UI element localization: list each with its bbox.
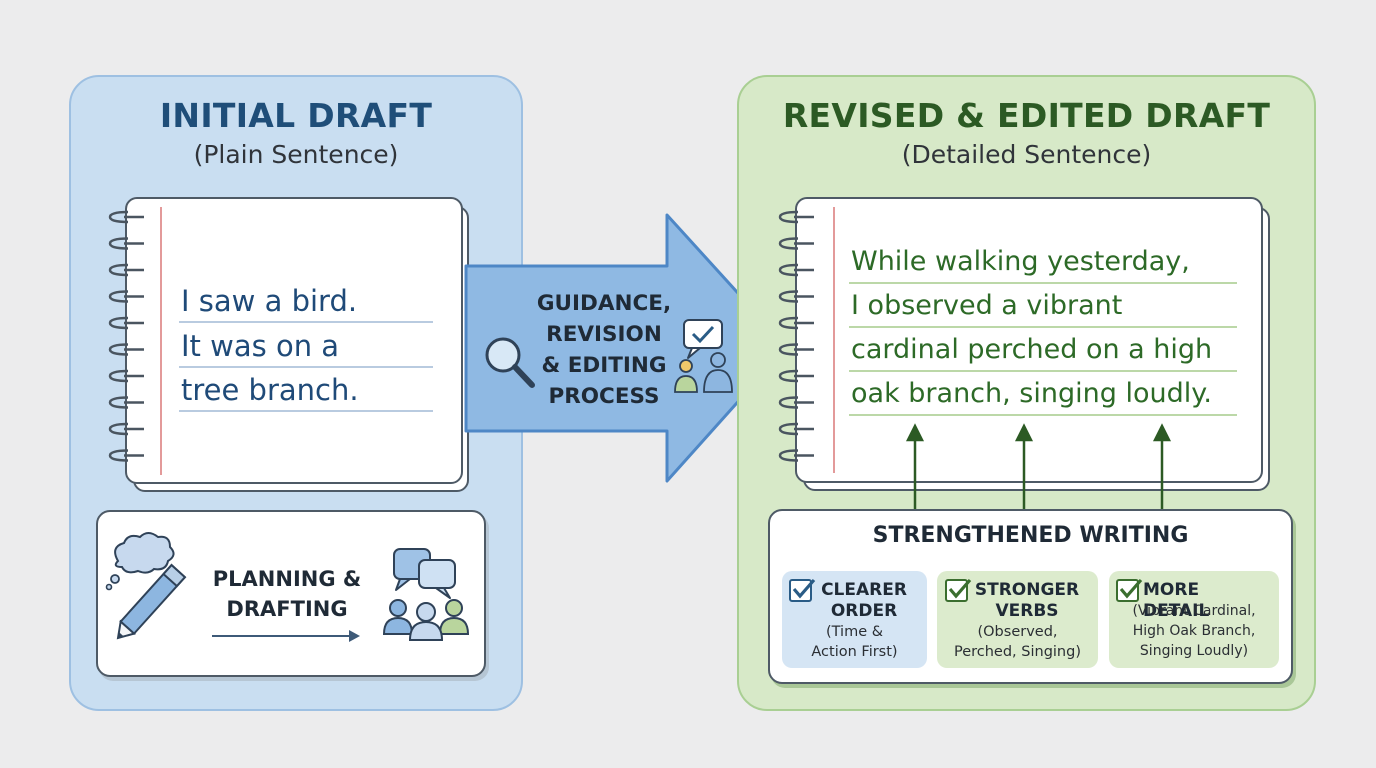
clearer-order-sub-line-1: (Time & [825, 624, 884, 640]
spiral-ring [108, 210, 129, 224]
more-detail-title: MORE DETAIL [1143, 580, 1210, 621]
more-detail-sub: (Vibrant Cardinal, High Oak Branch, Sing… [1109, 601, 1279, 661]
process-arrow [464, 213, 789, 483]
ruled-line [849, 414, 1237, 416]
spiral-ring [108, 396, 129, 409]
spiral-ring [778, 449, 799, 462]
people-icon [674, 352, 733, 393]
progress-arrow-icon [212, 630, 360, 642]
spiral-ring [778, 290, 799, 303]
more-detail-sub-line-3: Singing Loudly) [1139, 643, 1249, 659]
spiral-ring [778, 369, 799, 383]
initial-notebook [125, 197, 463, 484]
initial-line-2: It was on a [181, 329, 340, 363]
ruled-line [849, 326, 1237, 328]
spiral-ring [108, 422, 129, 436]
spiral-binding-icon [108, 210, 144, 462]
clearer-order-title-line-1: CLEARER [821, 580, 907, 600]
revised-draft-title: REVISED & EDITED DRAFT [782, 96, 1271, 135]
ruled-line [849, 282, 1237, 284]
improvement-arrows [905, 423, 1172, 512]
check-icon [789, 579, 812, 602]
planning-label: PLANNING & DRAFTING [206, 564, 368, 624]
initial-draft-subtitle: (Plain Sentence) [193, 140, 399, 169]
margin-line [833, 207, 835, 473]
revised-line-2: I observed a vibrant [851, 290, 1123, 321]
spiral-ring [778, 396, 799, 409]
spiral-ring [108, 449, 129, 462]
spiral-ring [778, 210, 799, 224]
spiral-ring [108, 369, 129, 383]
initial-line-3: tree branch. [181, 373, 359, 407]
process-label: GUIDANCE, REVISION & EDITING PROCESS [528, 288, 680, 412]
stronger-verbs-title: STRONGER VERBS [968, 580, 1086, 622]
planning-label-line-1: PLANNING & [212, 567, 362, 591]
spiral-ring [778, 237, 799, 250]
check-mark-icon [792, 578, 816, 599]
clearer-order-title: CLEARER ORDER [812, 580, 916, 622]
process-label-line-1: GUIDANCE, [536, 291, 672, 316]
speech-bubbles-icon [393, 548, 456, 599]
initial-line-1: I saw a bird. [181, 284, 358, 318]
strengthened-writing-title: STRENGTHENED WRITING [872, 523, 1189, 548]
initial-draft-title: INITIAL DRAFT [159, 96, 433, 135]
revised-line-3: cardinal perched on a high [851, 334, 1213, 365]
stronger-verbs-sub-line-1: (Observed, [977, 624, 1058, 640]
spiral-ring [778, 343, 799, 356]
process-label-line-3: & EDITING [541, 353, 667, 378]
spiral-ring [108, 343, 129, 356]
margin-line [160, 207, 162, 475]
stronger-verbs-sub-line-2: Perched, Singing) [953, 644, 1081, 660]
thought-cloud-icon [105, 532, 175, 591]
revised-draft-subtitle: (Detailed Sentence) [901, 140, 1152, 169]
pencil-icon [116, 563, 187, 640]
spiral-ring [108, 263, 129, 277]
spiral-ring [778, 422, 799, 436]
spiral-ring [108, 316, 129, 330]
check-mark-icon [948, 578, 972, 599]
planning-label-line-2: DRAFTING [226, 597, 348, 621]
process-label-line-4: PROCESS [548, 384, 660, 409]
ruled-line [179, 321, 433, 323]
spiral-binding-icon [778, 210, 814, 462]
spiral-ring [108, 290, 129, 303]
process-label-line-2: REVISION [546, 322, 662, 347]
clearer-order-sub: (Time & Action First) [782, 622, 927, 662]
ruled-line [179, 410, 433, 412]
spiral-ring [778, 263, 799, 277]
clearer-order-title-line-2: ORDER [830, 601, 898, 621]
spiral-ring [778, 316, 799, 330]
spiral-ring [108, 237, 129, 250]
stronger-verbs-title-line-1: STRONGER [974, 580, 1080, 600]
check-icon [1116, 579, 1139, 602]
chat-check-icon [683, 319, 723, 359]
revised-line-1: While walking yesterday, [851, 246, 1190, 277]
stronger-verbs-sub: (Observed, Perched, Singing) [937, 622, 1098, 662]
group-icon [382, 599, 470, 641]
ruled-line [849, 370, 1237, 372]
check-icon [945, 579, 968, 602]
check-mark-icon [1119, 578, 1143, 599]
more-detail-sub-line-1: (Vibrant Cardinal, [1132, 603, 1256, 619]
clearer-order-sub-line-2: Action First) [811, 644, 898, 660]
ruled-line [179, 366, 433, 368]
revised-line-4: oak branch, singing loudly. [851, 378, 1212, 409]
magnifier-icon [485, 337, 535, 388]
stronger-verbs-title-line-2: VERBS [995, 601, 1059, 621]
more-detail-sub-line-2: High Oak Branch, [1132, 623, 1256, 639]
